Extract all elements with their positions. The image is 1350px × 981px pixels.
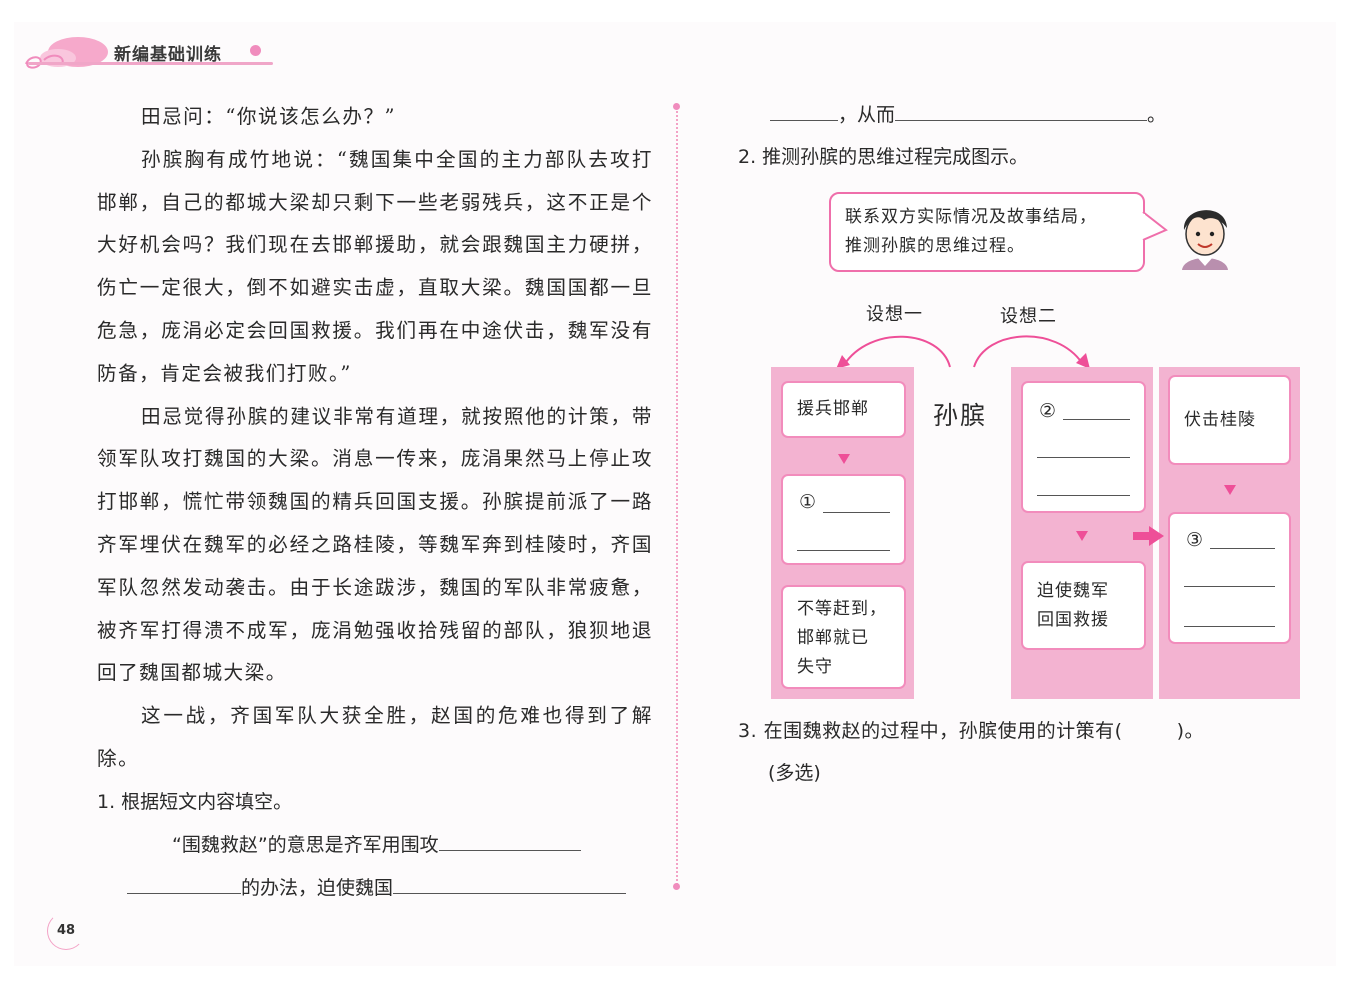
box-text: 援兵邯郸 [797, 399, 869, 419]
answer-line[interactable] [1184, 586, 1275, 587]
answer-blank[interactable] [393, 875, 627, 894]
hint-line: 推测孙膑的思维过程。 [845, 236, 1025, 256]
passage-paragraph: 孙膑胸有成竹地说：“魏国集中全国的主力部队去攻打邯郸，自己的都城大梁却只剩下一些… [97, 147, 653, 385]
hint-line: 联系双方实际情况及故事结局， [845, 207, 1097, 227]
box-text: 伏击桂陵 [1184, 410, 1256, 430]
answer-line[interactable] [823, 512, 890, 513]
question-2-label: 2. 推测孙膑的思维过程完成图示。 [738, 146, 1029, 168]
answer-box-2[interactable]: ② [1021, 381, 1146, 513]
passage-paragraph: 田忌觉得孙膑的建议非常有道理，就按照他的计策，带领军队攻打魏国的大梁。消息一传来… [97, 404, 653, 685]
question-1-text: “围魏救赵”的意思是齐军用围攻 [172, 833, 439, 856]
question-3: 3. 在围魏救赵的过程中，孙膑使用的计策有( )。 [738, 716, 1204, 743]
box-text: 迫使魏军 [1037, 581, 1109, 601]
student-avatar-icon [1182, 210, 1228, 270]
header-title: 新编基础训练 [114, 45, 222, 65]
box-ambush-guiling: 伏击桂陵 [1168, 375, 1291, 465]
passage: 田忌问：“你说该怎么办？” 孙膑胸有成竹地说：“魏国集中全国的主力部队去攻打邯郸… [97, 96, 653, 910]
box-text: 回国救援 [1037, 610, 1109, 630]
answer-blank[interactable] [770, 102, 838, 121]
hypothesis-arrows [836, 335, 1090, 369]
box-text: 不等赶到， [797, 599, 887, 619]
box-handan-lost: 不等赶到， 邯郸就已 失守 [781, 585, 906, 689]
question-1-text: 的办法，迫使魏国 [241, 876, 394, 899]
circled-number: ② [1039, 400, 1058, 422]
passage-paragraph: 这一战，齐国军队大获全胜，赵国的危难也得到了解除。 [97, 704, 653, 770]
down-arrow-icon [1076, 531, 1088, 541]
answer-box-1[interactable]: ① [781, 474, 906, 565]
continued-text: ，从而 [838, 104, 896, 126]
circled-number: ③ [1186, 529, 1205, 551]
down-arrow-icon [1224, 485, 1236, 495]
column-divider [676, 104, 678, 888]
answer-blank[interactable] [895, 102, 1148, 121]
question-3-close: )。 [1176, 720, 1205, 742]
box-rescue-handan: 援兵邯郸 [781, 381, 906, 438]
answer-line[interactable] [1037, 457, 1130, 458]
bubble-tail [1142, 211, 1168, 241]
question-3-label: 3. 在围魏救赵的过程中，孙膑使用的计策有( [738, 720, 1123, 742]
box-text: 邯郸就已 [797, 628, 869, 648]
question-1-line1: “围魏救赵”的意思是齐军用围攻 [97, 824, 653, 867]
hypothesis-2-label: 设想二 [1000, 306, 1057, 327]
answer-line[interactable] [797, 550, 890, 551]
circled-number: ① [799, 491, 818, 513]
answer-box-3[interactable]: ③ [1168, 512, 1291, 644]
question-1-continued: ，从而 。 [770, 100, 1166, 130]
down-arrow-icon [838, 454, 850, 464]
header-dot [250, 45, 261, 56]
answer-blank[interactable] [438, 832, 581, 851]
answer-line[interactable] [1063, 419, 1130, 420]
hint-bubble: 联系双方实际情况及故事结局， 推测孙膑的思维过程。 [829, 192, 1145, 272]
header-underline [28, 62, 273, 65]
answer-line[interactable] [1037, 495, 1130, 496]
header: 新编基础训练 [18, 30, 273, 74]
box-force-return: 迫使魏军 回国救援 [1021, 561, 1146, 650]
passage-paragraph: 田忌问：“你说该怎么办？” [141, 105, 397, 128]
box-text: 失守 [797, 657, 833, 677]
right-arrow-icon [1133, 526, 1164, 546]
question-1-label: 1. 根据短文内容填空。 [97, 790, 293, 813]
divider-dot-top [673, 103, 680, 110]
page-number: 48 [47, 912, 85, 950]
question-1-line2: 的办法，迫使魏国 [97, 867, 653, 910]
answer-blank[interactable] [127, 875, 241, 894]
question-3-note: (多选) [768, 762, 821, 784]
continued-end: 。 [1147, 104, 1167, 126]
hypothesis-1-label: 设想一 [866, 304, 923, 325]
answer-line[interactable] [1184, 626, 1275, 627]
center-label: 孙膑 [933, 401, 988, 430]
divider-dot-bottom [673, 883, 680, 890]
answer-line[interactable] [1210, 548, 1275, 549]
